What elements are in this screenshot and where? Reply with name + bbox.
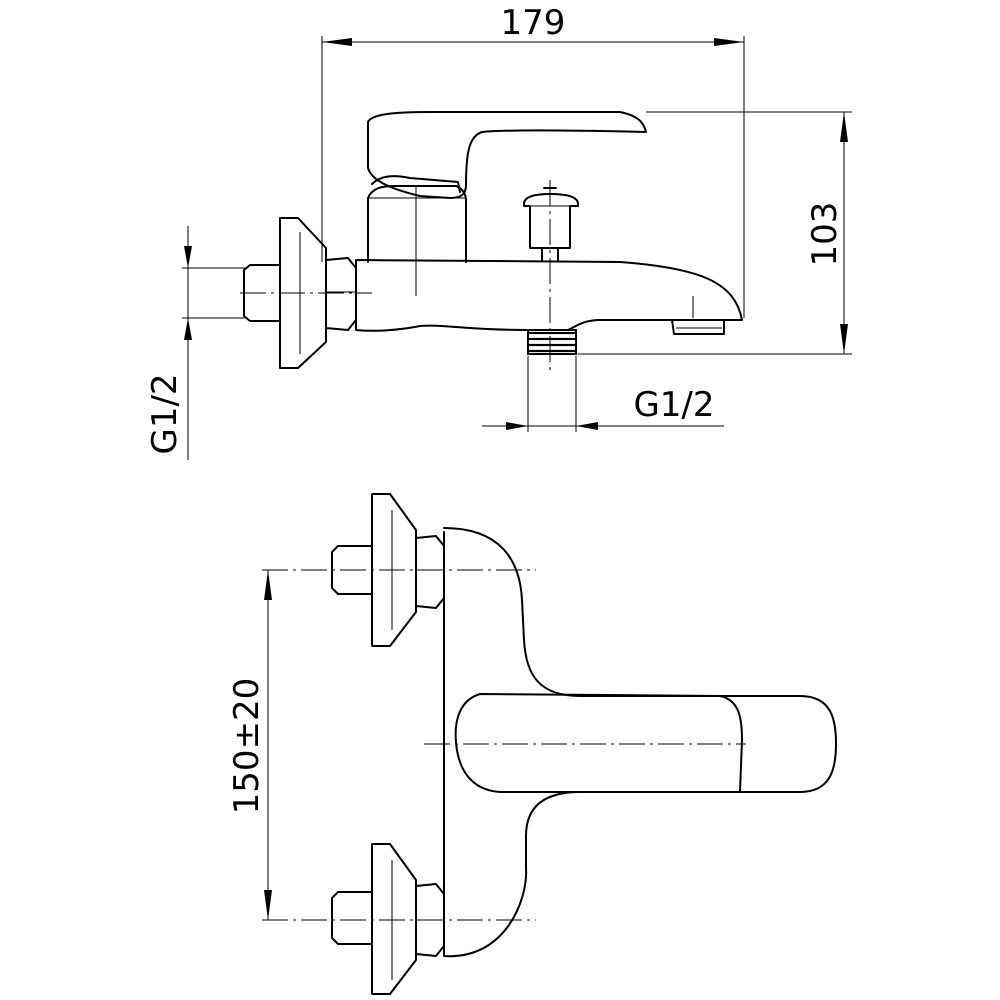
dim-g12-bottom-arrow-right [576, 422, 598, 430]
top-upper-flange [371, 493, 417, 647]
side-shower-thread [527, 329, 577, 355]
top-upper-connector [331, 545, 373, 595]
dim-g12-bottom-arrow-left [506, 422, 528, 430]
side-wall-connector [243, 264, 281, 322]
dim-g12-left-arrow-bottom [184, 318, 192, 340]
dim-103-arrow-bottom [840, 324, 848, 354]
dim-150-arrow-top [264, 570, 272, 600]
dim-g12-bottom-label: G1/2 [633, 385, 714, 425]
side-cartridge-housing [367, 185, 467, 263]
dim-150-arrow-bottom [264, 890, 272, 920]
side-mixer-body [355, 259, 743, 332]
side-lever-handle [367, 111, 647, 199]
top-mixer-body [443, 527, 837, 958]
side-knob-stem [541, 247, 559, 261]
dim-g12-left-arrow-top [184, 246, 192, 268]
dim-g12-left-label: G1/2 [145, 373, 185, 454]
top-view: 150±20 [227, 493, 837, 995]
top-lever-handle [454, 693, 743, 793]
side-spout-aerator [671, 319, 725, 335]
side-hex-nut [325, 257, 357, 331]
dim-103-label: 103 [805, 202, 845, 267]
side-diverter-knob [523, 193, 579, 249]
dim-179-label: 179 [501, 3, 566, 43]
side-wall-flange [279, 217, 327, 369]
dim-150-label: 150±20 [227, 678, 267, 815]
top-lower-flange [371, 843, 417, 995]
top-upper-hex-nut [415, 535, 445, 609]
top-lower-connector [331, 891, 373, 945]
dim-103-arrow-top [840, 112, 848, 142]
side-view: 179 103 G1/2 G1/2 [145, 3, 852, 460]
dim-179-arrow-left [322, 38, 352, 46]
dim-179-arrow-right [714, 38, 744, 46]
side-cartridge-cap [371, 175, 461, 193]
